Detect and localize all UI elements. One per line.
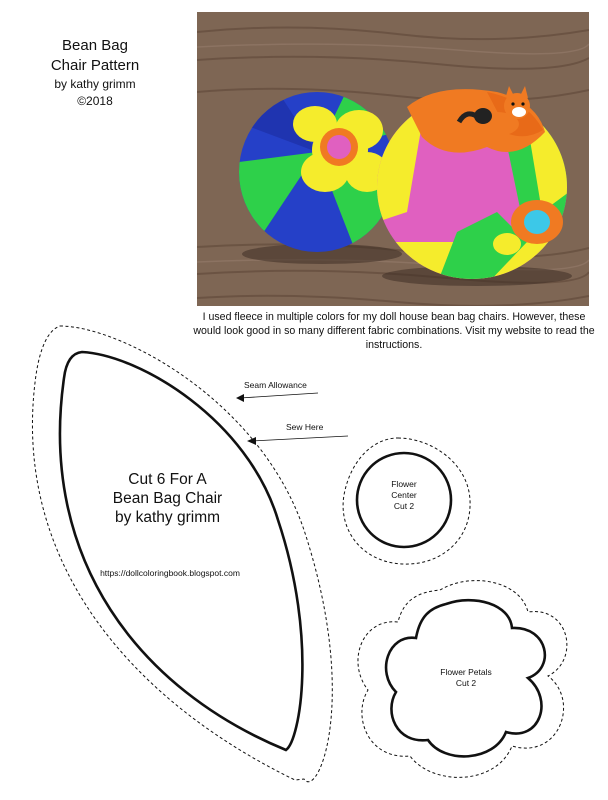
- seam-arrowhead-icon: [236, 394, 244, 402]
- flower-petals-sew-outline: [384, 598, 546, 758]
- main-piece-line-1: Cut 6 For A: [128, 471, 207, 488]
- seam-allowance-arrow: [239, 392, 319, 399]
- author-byline: by kathy grimm: [54, 77, 136, 91]
- main-piece-line-3: by kathy grimm: [114, 509, 221, 526]
- bean-bag-photo: [197, 12, 589, 306]
- flower-petals-text: Flower Petals Cut 2: [421, 667, 511, 689]
- sew-here-label: Sew Here: [286, 422, 324, 432]
- flower-petals-icon: [293, 106, 389, 192]
- copyright-text: ©2018: [77, 94, 113, 108]
- sew-line-outline: [58, 350, 304, 752]
- flower-center-line-3: Cut 2: [393, 501, 415, 511]
- sew-arrowhead-icon: [247, 437, 256, 445]
- flower-center-line-1: Flower: [391, 479, 417, 489]
- toy-cat-icon: [456, 86, 530, 136]
- flower-petals-line-2: Cut 2: [455, 678, 477, 688]
- flower-petals-line-1: Flower Petals: [440, 667, 492, 677]
- main-piece-text: Cut 6 For A Bean Bag Chair by kathy grim…: [90, 470, 245, 527]
- flower-center-text: Flower Center Cut 2: [376, 479, 432, 512]
- title-line-1: Bean Bag: [62, 37, 128, 54]
- sew-here-arrow: [251, 435, 349, 442]
- seam-allowance-label: Seam Allowance: [244, 380, 307, 390]
- bean-bag-illustration: [197, 12, 589, 306]
- flower-petals-seam-outline: [357, 580, 568, 778]
- pattern-title-block: Bean Bag Chair Pattern by kathy grimm ©2…: [20, 36, 170, 110]
- flower-center-line-2: Center: [391, 490, 417, 500]
- website-url: https://dollcoloringbook.blogspot.com: [100, 568, 240, 578]
- main-piece-line-2: Bean Bag Chair: [112, 490, 223, 507]
- flower-center-seam-outline: [342, 437, 471, 565]
- title-line-2: Chair Pattern: [50, 57, 140, 74]
- photo-caption: I used fleece in multiple colors for my …: [193, 311, 595, 351]
- flower-center-sew-outline: [355, 451, 453, 549]
- seam-allowance-outline: [31, 325, 333, 783]
